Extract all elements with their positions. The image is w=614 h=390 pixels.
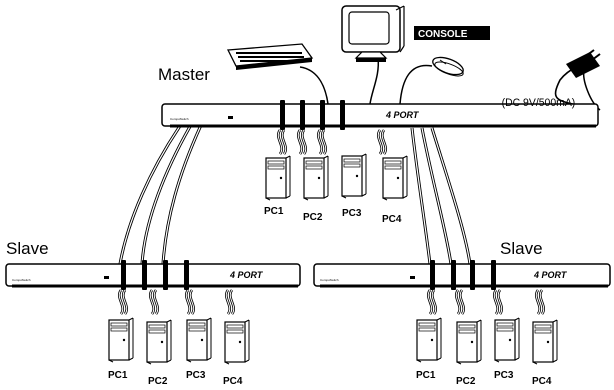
pc-label: PC2 — [148, 376, 168, 387]
pc-tower-icon — [382, 155, 408, 201]
master-switch: CompuSwitch 4 PORT — [161, 100, 599, 130]
pc-label: PC1 — [416, 370, 436, 381]
pc-tower-icon — [341, 153, 367, 199]
pc-tower-icon — [532, 319, 558, 365]
pc-label: PC1 — [264, 206, 284, 217]
slave-left-pc-group: PC1 PC2 PC3 PC4 — [108, 288, 250, 387]
pc-label: PC3 — [186, 370, 206, 381]
slave-right-port-label: 4 PORT — [533, 270, 568, 280]
svg-text:CompuSwitch: CompuSwitch — [170, 117, 189, 121]
pc-label: PC1 — [108, 370, 128, 381]
pc-tower-icon — [146, 319, 172, 365]
pc-label: PC4 — [382, 214, 402, 225]
slave-right-pc-group: PC1 PC2 PC3 PC4 — [416, 288, 558, 387]
master-label: Master — [158, 65, 210, 84]
power-adapter-icon — [566, 49, 601, 78]
master-ports — [280, 100, 345, 130]
pc-label: PC4 — [532, 376, 552, 387]
pc-tower-icon — [265, 155, 291, 201]
svg-text:CompuSwitch: CompuSwitch — [12, 278, 31, 282]
power-spec-label: (DC 9V/500mA) — [502, 97, 576, 109]
pc-label: PC3 — [342, 208, 362, 219]
mouse-icon — [432, 56, 464, 77]
slave-right-switch: CompuSwitch 4 PORT — [313, 260, 611, 290]
svg-text:CompuSwitch: CompuSwitch — [320, 278, 339, 282]
cascade-cables — [118, 57, 601, 265]
pc-tower-icon — [303, 155, 329, 201]
pc-tower-icon — [224, 319, 250, 365]
pc-label: PC2 — [456, 376, 476, 387]
slave-right-label: Slave — [500, 239, 543, 258]
slave-left-ports — [121, 260, 189, 290]
pc-tower-icon — [456, 319, 482, 365]
slave-left-label: Slave — [6, 239, 49, 258]
master-pc-group: PC1 PC2 PC3 PC4 — [264, 128, 408, 225]
monitor-icon — [341, 5, 405, 62]
pc-tower-icon — [108, 317, 134, 363]
keyboard-icon — [226, 43, 314, 70]
pc-label: PC3 — [494, 370, 514, 381]
master-port-label: 4 PORT — [385, 110, 420, 120]
console-label-box: CONSOLE — [414, 26, 490, 40]
slave-left-port-label: 4 PORT — [229, 270, 264, 280]
pc-tower-icon — [416, 317, 442, 363]
pc-label: PC2 — [303, 212, 323, 223]
pc-tower-icon — [186, 317, 212, 363]
console-label: CONSOLE — [418, 29, 468, 40]
slave-right-ports — [430, 260, 496, 290]
pc-tower-icon — [494, 317, 520, 363]
slave-left-switch: CompuSwitch 4 PORT — [5, 260, 301, 290]
pc-label: PC4 — [223, 376, 243, 387]
